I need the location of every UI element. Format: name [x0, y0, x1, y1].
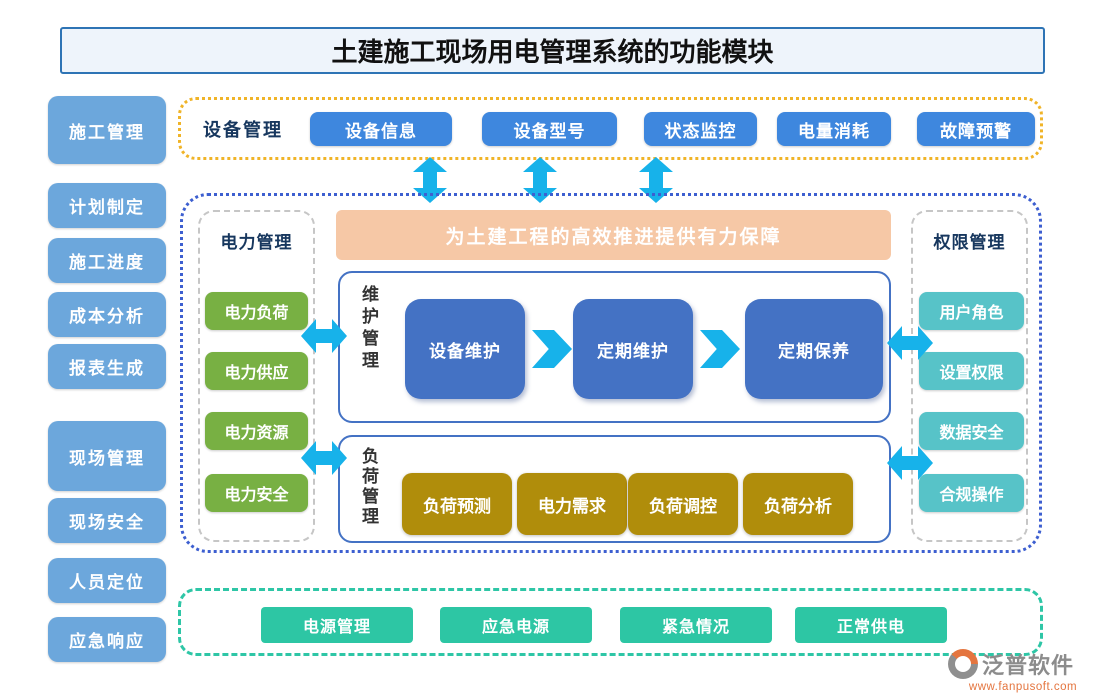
double-arrow-icon — [413, 157, 447, 203]
brand-watermark: 泛普软件 www.fanpusoft.com — [948, 648, 1098, 693]
sidebar-item-site-safety[interactable]: 现场安全 — [48, 498, 166, 543]
double-arrow-icon — [887, 446, 933, 480]
periodic-maintain-button[interactable]: 定期维护 — [573, 299, 693, 399]
periodic-upkeep-button[interactable]: 定期保养 — [745, 299, 883, 399]
load-forecast-button[interactable]: 负荷预测 — [402, 473, 512, 535]
device-management-section: 设备管理 设备信息 设备型号 状态监控 电量消耗 故障预警 — [178, 97, 1043, 160]
normal-supply-button[interactable]: 正常供电 — [795, 607, 947, 643]
power-consumption-button[interactable]: 电量消耗 — [777, 112, 891, 146]
permission-column: 权限管理 用户角色 设置权限 数据安全 合规操作 — [911, 210, 1028, 542]
load-box: 负荷管理 负荷预测 电力需求 负荷调控 负荷分析 — [338, 435, 891, 543]
flow-arrow-icon — [700, 330, 740, 368]
sidebar-item-cost-analysis[interactable]: 成本分析 — [48, 292, 166, 337]
double-arrow-icon — [523, 157, 557, 203]
double-arrow-icon — [301, 441, 347, 475]
permission-column-title: 权限管理 — [933, 233, 1006, 252]
compliance-button[interactable]: 合规操作 — [919, 474, 1024, 512]
page-title: 土建施工现场用电管理系统的功能模块 — [60, 27, 1045, 74]
sidebar-item-site-mgmt[interactable]: 现场管理 — [48, 421, 166, 491]
power-supply-section: 电源管理 应急电源 紧急情况 正常供电 — [178, 588, 1043, 656]
user-role-button[interactable]: 用户角色 — [919, 292, 1024, 330]
load-control-button[interactable]: 负荷调控 — [628, 473, 738, 535]
status-monitor-button[interactable]: 状态监控 — [644, 112, 757, 146]
double-arrow-icon — [887, 326, 933, 360]
brand-url: www.fanpusoft.com — [968, 681, 1078, 693]
device-model-button[interactable]: 设备型号 — [482, 112, 617, 146]
slogan-banner: 为土建工程的高效推进提供有力保障 — [336, 210, 891, 260]
double-arrow-icon — [301, 319, 347, 353]
flow-arrow-icon — [532, 330, 572, 368]
emergency-case-button[interactable]: 紧急情况 — [620, 607, 772, 643]
brand-name: 泛普软件 — [982, 653, 1075, 678]
data-security-button[interactable]: 数据安全 — [919, 412, 1024, 450]
device-maintain-button[interactable]: 设备维护 — [405, 299, 525, 399]
device-section-label: 设备管理 — [203, 119, 283, 140]
emergency-power-button[interactable]: 应急电源 — [440, 607, 592, 643]
maintenance-box-title: 维护管理 — [359, 285, 378, 373]
power-resource-button[interactable]: 电力资源 — [205, 412, 308, 450]
sidebar-item-emergency-resp[interactable]: 应急响应 — [48, 617, 166, 662]
maintenance-box: 维护管理 设备维护 定期维护 定期保养 — [338, 271, 891, 423]
sidebar-item-personnel-locate[interactable]: 人员定位 — [48, 558, 166, 603]
power-demand-button[interactable]: 电力需求 — [517, 473, 627, 535]
device-info-button[interactable]: 设备信息 — [310, 112, 452, 146]
power-column-title: 电力管理 — [220, 233, 293, 252]
double-arrow-icon — [639, 157, 673, 203]
sidebar-item-report-gen[interactable]: 报表生成 — [48, 344, 166, 389]
power-source-mgmt-button[interactable]: 电源管理 — [261, 607, 413, 643]
power-load-button[interactable]: 电力负荷 — [205, 292, 308, 330]
load-box-title: 负荷管理 — [359, 447, 378, 527]
power-column: 电力管理 电力负荷 电力供应 电力资源 电力安全 — [198, 210, 315, 542]
sidebar-item-plan-making[interactable]: 计划制定 — [48, 183, 166, 228]
sidebar-item-construction-mgmt[interactable]: 施工管理 — [48, 96, 166, 164]
power-management-section: 电力管理 电力负荷 电力供应 电力资源 电力安全 为土建工程的高效推进提供有力保… — [180, 193, 1042, 553]
fault-warning-button[interactable]: 故障预警 — [917, 112, 1035, 146]
load-analysis-button[interactable]: 负荷分析 — [743, 473, 853, 535]
power-safety-button[interactable]: 电力安全 — [205, 474, 308, 512]
set-permission-button[interactable]: 设置权限 — [919, 352, 1024, 390]
brand-logo-icon — [948, 649, 978, 679]
power-supply-button[interactable]: 电力供应 — [205, 352, 308, 390]
sidebar-item-progress[interactable]: 施工进度 — [48, 238, 166, 283]
